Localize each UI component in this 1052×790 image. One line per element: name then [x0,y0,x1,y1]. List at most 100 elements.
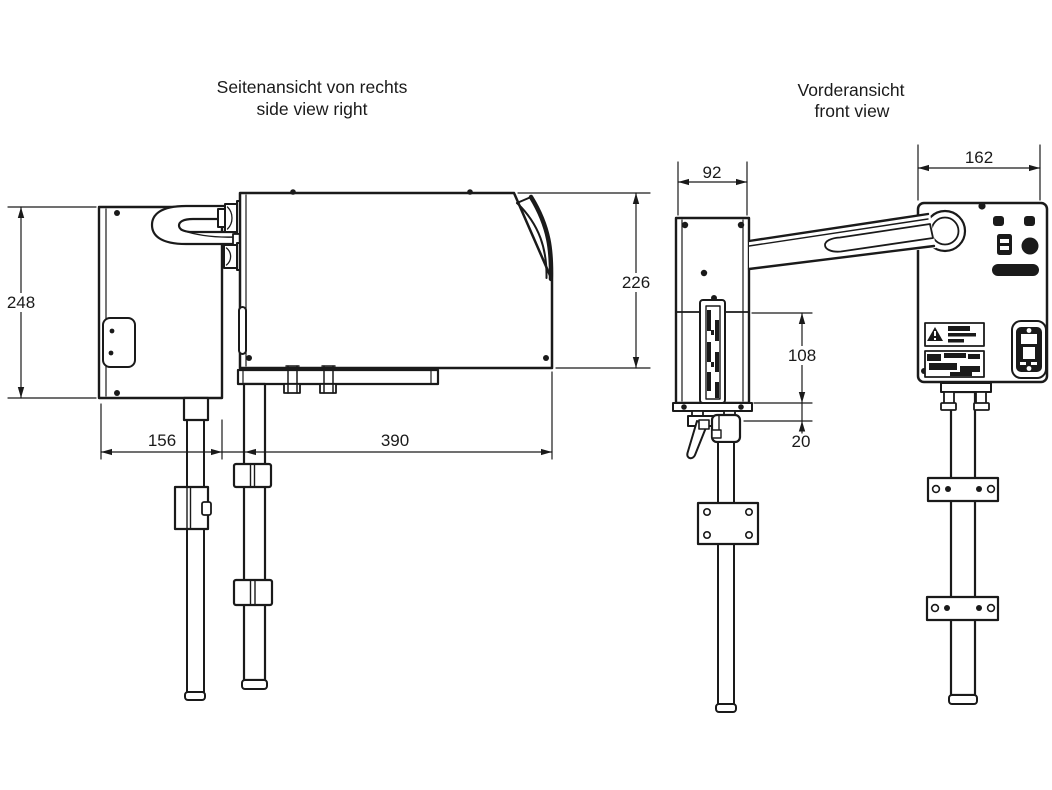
arrow-left [918,164,929,172]
dimension-labels [3,273,821,365]
front-view-title-de: Vorderansicht [797,80,904,100]
nozzle-slot [699,295,726,404]
screw-icon [681,404,687,410]
plate-hole [744,507,753,516]
screw-icon [109,328,115,334]
arrow-right [541,448,552,456]
plate-hole [986,603,996,613]
front-view-title-en: front view [815,101,890,121]
round-connector-icon [1021,237,1039,255]
mounting-rail [236,365,440,394]
pole-end-cap [715,703,737,713]
rail-bolt [319,365,337,394]
clamp-latch [201,501,212,516]
screw-icon [993,216,1004,226]
arrow-up [17,207,25,218]
plate-hole [945,486,951,492]
pole-end-cap [948,694,978,705]
tube-flange [930,216,960,246]
arrow-left [245,448,256,456]
dim-label-20: 20 [792,432,811,451]
dim-label-92: 92 [703,163,722,182]
access-panel [102,317,136,368]
side-rear-pole [232,382,274,690]
screw-icon [114,390,120,396]
arrow-down [17,387,25,398]
screw-icon [700,269,708,277]
screw-icon [978,202,986,210]
pole-bracket [940,382,992,411]
front-view [672,144,1049,713]
plate-hole [976,605,982,611]
arrow-up [798,421,806,432]
screw-icon [681,221,689,229]
dsub-connector-icon [992,264,1039,276]
screw-icon [108,350,114,356]
arrow-right [736,178,747,186]
side-main-box [238,189,554,370]
arrow-up [798,313,806,324]
nozzle-contacts [707,310,719,398]
dim-label-156: 156 [148,431,176,450]
type-label [924,350,985,378]
plate-hole [986,484,996,494]
screw-icon [290,189,296,195]
dim-label-162: 162 [965,148,993,167]
dim-label-390: 390 [381,431,409,450]
screw-icon [1026,366,1032,371]
screw-icon [738,404,744,410]
mounting-plate [926,476,1000,503]
dimension-20 [743,402,813,434]
screw-icon [1024,216,1035,226]
side-view [7,189,651,701]
tube-inner-rod [824,223,934,253]
dimension-390 [221,371,553,460]
plate-hole [744,530,753,539]
arrow-up [632,193,640,204]
mounting-plate [925,595,1000,622]
plate-hole [930,603,940,613]
clamp-lever [686,420,708,460]
side-front-pole [173,396,212,701]
pole-clamp [232,578,274,607]
pole-end-cap [241,679,268,690]
side-view-title-de: Seitenansicht von rechts [217,77,408,97]
plate-hole [702,507,711,516]
arrow-left [678,178,689,186]
plate-hole [976,486,982,492]
plate-hole [702,530,711,539]
pole-clamp [232,462,273,489]
pole-collar [182,396,210,422]
warning-label [924,322,985,347]
controller-pole [925,382,1000,705]
plate-hole [931,484,941,494]
screw-icon [543,355,549,361]
front-head-pole [696,441,760,713]
arrow-left [101,448,112,456]
plate-hole [944,605,950,611]
screw-icon [1026,328,1032,333]
dimension-92 [677,161,748,216]
side-view-title-en: side view right [257,99,368,119]
rail-bolt [283,365,301,394]
screw-icon [114,210,120,216]
arrow-right [211,448,222,456]
screw-icon [246,355,252,361]
arrow-right [1029,164,1040,172]
dim-label-108: 108 [788,346,816,365]
arrow-down [798,392,806,403]
pole-end-cap [184,691,206,701]
arrow-down [632,357,640,368]
dimension-162 [917,144,1041,201]
handle [516,194,554,282]
hinge-strip [238,306,247,355]
screw-icon [467,189,473,195]
power-inlet-module [1011,320,1047,379]
support-tube [747,209,967,271]
head-clamp-assembly [686,413,742,460]
data-connector-icon [997,234,1012,255]
screw-icon [737,221,745,229]
dim-label-226: 226 [622,273,650,292]
